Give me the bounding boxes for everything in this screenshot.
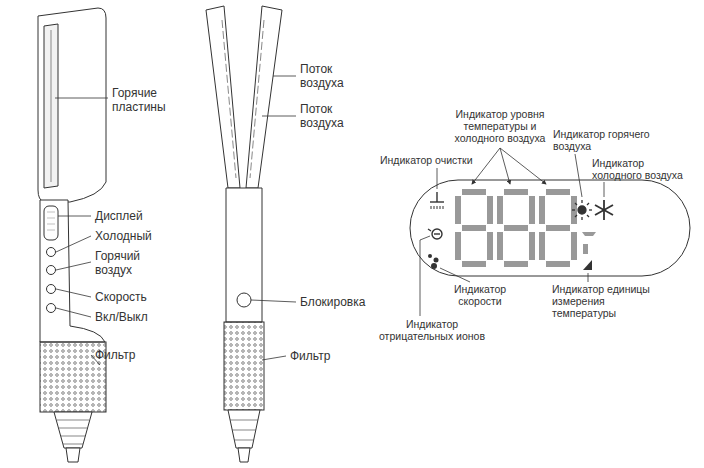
cleaning-indicator-label: Индикатор очистки: [380, 154, 490, 166]
digit-segment: [497, 196, 503, 224]
digit-segment: [504, 261, 528, 267]
digit-segment: [455, 232, 461, 260]
speed-indicator-label: Индикатор скорости: [440, 283, 520, 307]
digit-segment: [504, 189, 528, 195]
display-panel: [410, 180, 690, 276]
cold-air-label: Холодный: [95, 229, 185, 243]
temperature-indicator-label: Индикатор уровня температуры и холодного…: [445, 108, 555, 144]
airflow-label: Поток воздуха: [300, 102, 358, 131]
hot-air-indicator-label: Индикатор горячего воздуха: [553, 128, 665, 152]
digit-segment: [539, 232, 545, 260]
digit-segment: [546, 189, 570, 195]
digit-segment: [462, 261, 486, 267]
speed-label: Скорость: [95, 290, 185, 304]
power-label: Вкл/Выкл: [95, 310, 185, 324]
digit-segment: [546, 261, 570, 267]
digit-segment: [487, 196, 493, 224]
lock-label: Блокировка: [300, 295, 390, 309]
digit-segment: [529, 232, 535, 260]
straightener-front: [206, 6, 282, 462]
leader-lines: [55, 76, 296, 365]
unit-indicator-label: Индикатор единицы измерения температуры: [552, 283, 657, 319]
ion-indicator-label: Индикатор отрицательных ионов: [372, 318, 492, 342]
digit-segment: [504, 225, 528, 231]
display-label: Дисплей: [95, 209, 185, 223]
digit-segment: [546, 225, 570, 231]
hot-air-label: Горячий воздух: [95, 249, 155, 278]
digit-segment: [455, 196, 461, 224]
digit-segment: [529, 196, 535, 224]
digit-segment: [462, 189, 486, 195]
digit-segment: [539, 196, 545, 224]
hot-plates-label: Горячие пластины: [112, 86, 182, 115]
digit-segment: [571, 196, 577, 224]
cold-air-indicator-label: Индикатор холодного воздуха: [592, 157, 696, 181]
digit-segment: [571, 232, 577, 260]
digit-segment: [462, 225, 486, 231]
digit-segment: [497, 232, 503, 260]
digit-segment: [487, 232, 493, 260]
airflow-label: Поток воздуха: [300, 62, 358, 91]
filter-label: Фильтр: [95, 348, 185, 362]
filter-label: Фильтр: [290, 349, 380, 363]
